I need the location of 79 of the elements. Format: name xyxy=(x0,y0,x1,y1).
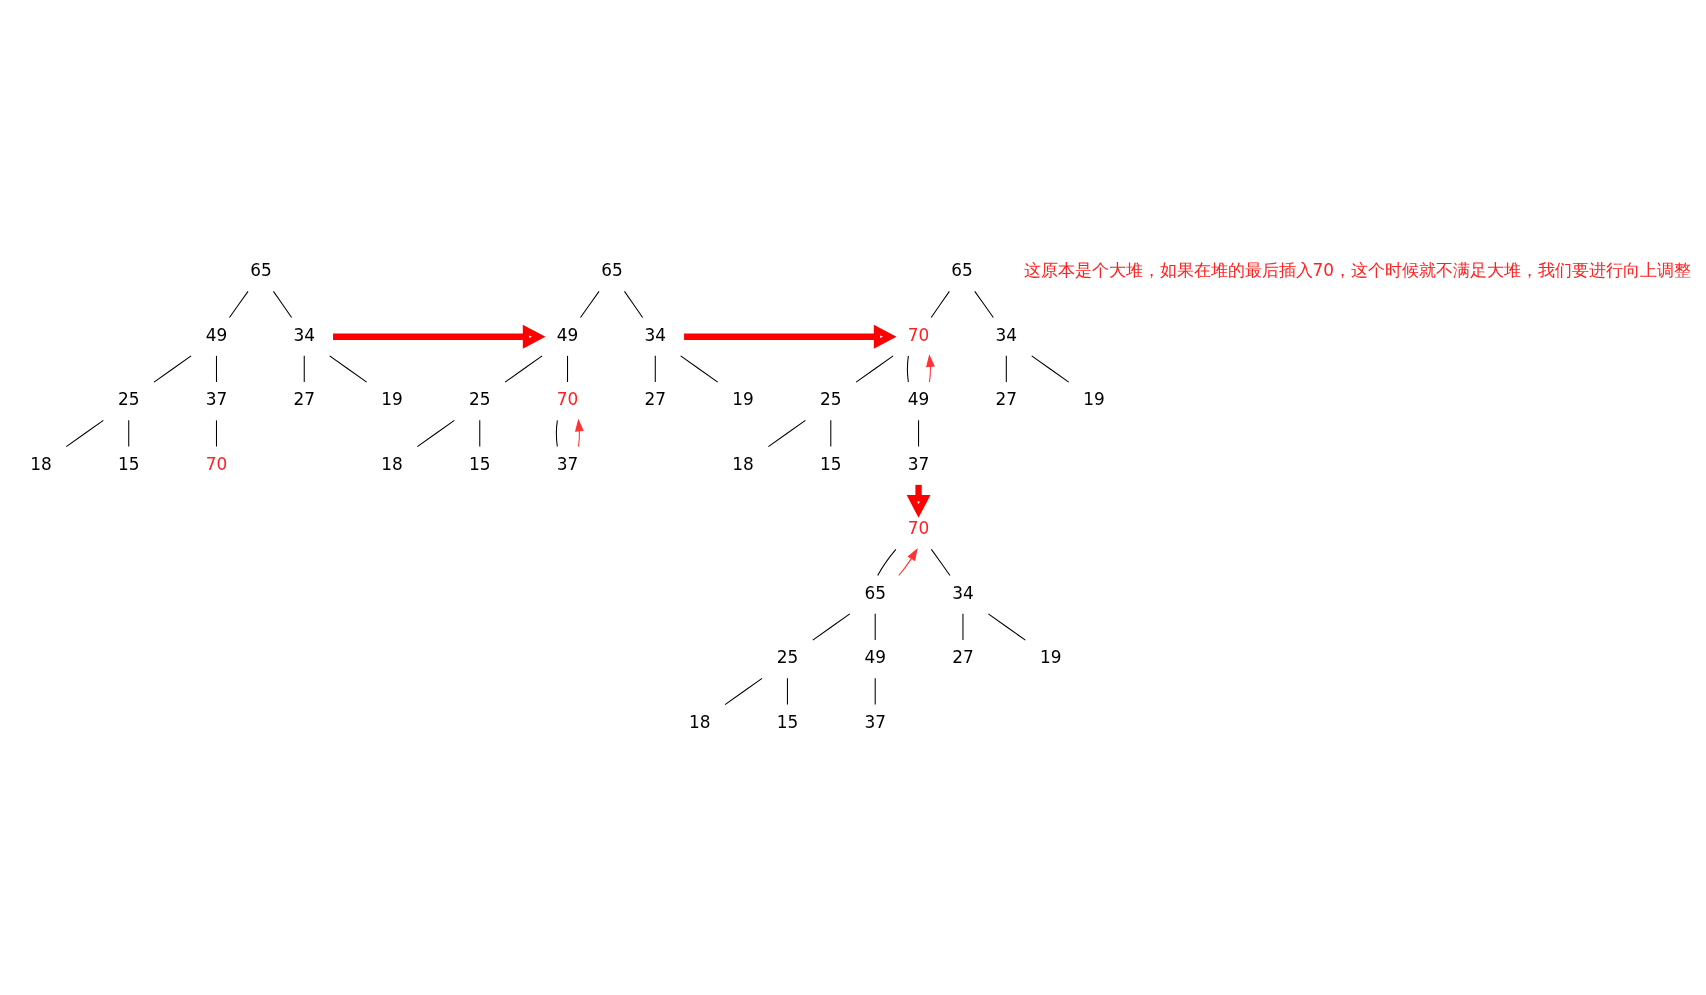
connector xyxy=(930,290,950,318)
node-text: 65 xyxy=(250,259,272,280)
connector xyxy=(416,419,455,447)
arrow xyxy=(926,353,935,382)
node-text: 37 xyxy=(864,711,886,732)
arrow xyxy=(575,418,584,447)
node-text: 25 xyxy=(117,388,140,409)
connector xyxy=(974,290,994,318)
node-text: 37 xyxy=(205,388,228,409)
node-text: 25 xyxy=(776,646,799,667)
node-text: 18 xyxy=(688,711,711,732)
node-text: 37 xyxy=(556,453,579,474)
node-text: 70 xyxy=(205,453,228,474)
connector xyxy=(153,354,192,383)
node-text: 65 xyxy=(951,259,973,280)
connector xyxy=(812,612,851,641)
node-text: 18 xyxy=(732,453,754,474)
connector xyxy=(830,419,832,447)
node-text: 15 xyxy=(469,453,491,474)
node-text: 70 xyxy=(556,388,579,409)
node-text: 25 xyxy=(820,388,842,409)
node-text: 49 xyxy=(205,324,228,345)
connector xyxy=(680,354,719,383)
node-text: 34 xyxy=(995,324,1018,345)
connector xyxy=(579,290,600,318)
connector xyxy=(874,677,876,705)
node-text: 37 xyxy=(907,453,930,474)
connector xyxy=(555,419,558,447)
node-text: 70 xyxy=(907,324,930,345)
connector xyxy=(623,290,644,318)
connector xyxy=(215,419,217,447)
connector xyxy=(906,354,909,382)
node-text: 34 xyxy=(644,324,667,345)
connector xyxy=(567,354,569,382)
connector xyxy=(1031,354,1070,383)
node-text: 15 xyxy=(776,711,799,732)
connector xyxy=(1005,354,1007,382)
node-text: 27 xyxy=(995,388,1018,409)
connector xyxy=(215,354,217,382)
node-text: 25 xyxy=(469,388,491,409)
node-text: 65 xyxy=(601,259,623,280)
connector xyxy=(786,677,788,705)
connector xyxy=(724,677,763,705)
node-text: 19 xyxy=(1083,388,1105,409)
node-text: 27 xyxy=(644,388,667,409)
connector xyxy=(767,419,806,447)
connector xyxy=(272,290,293,318)
connector xyxy=(654,354,656,382)
node-text: 19 xyxy=(381,388,403,409)
label: 这原本是个大堆，如果在堆的最后插入70，这个时候就不满足大堆，我们要进行向上调整 xyxy=(1023,259,1692,280)
connector xyxy=(877,548,897,576)
connector xyxy=(855,354,894,383)
node-text: 34 xyxy=(293,324,316,345)
node-text: 34 xyxy=(952,582,974,603)
node-text: 15 xyxy=(117,453,140,474)
connector xyxy=(918,419,920,447)
connector xyxy=(930,548,951,576)
node-text: 19 xyxy=(1039,646,1062,667)
node-text: 49 xyxy=(864,646,886,667)
connector xyxy=(303,354,305,382)
connector xyxy=(329,354,368,383)
node-text: 18 xyxy=(381,453,403,474)
node-text: 49 xyxy=(907,388,930,409)
connector xyxy=(65,419,104,447)
node-text: 15 xyxy=(820,453,842,474)
connector xyxy=(128,419,130,447)
node-text: 65 xyxy=(864,582,886,603)
connector xyxy=(228,290,249,318)
connector xyxy=(874,612,876,640)
node-text: 49 xyxy=(556,324,579,345)
connector xyxy=(479,419,481,447)
node-text: 27 xyxy=(952,646,974,667)
connector xyxy=(504,354,543,383)
node-text: 27 xyxy=(293,388,316,409)
node-text: 18 xyxy=(30,453,52,474)
node-text: 70 xyxy=(907,517,930,538)
node-text: 19 xyxy=(732,388,754,409)
arrow xyxy=(898,547,918,576)
connector xyxy=(987,612,1026,641)
